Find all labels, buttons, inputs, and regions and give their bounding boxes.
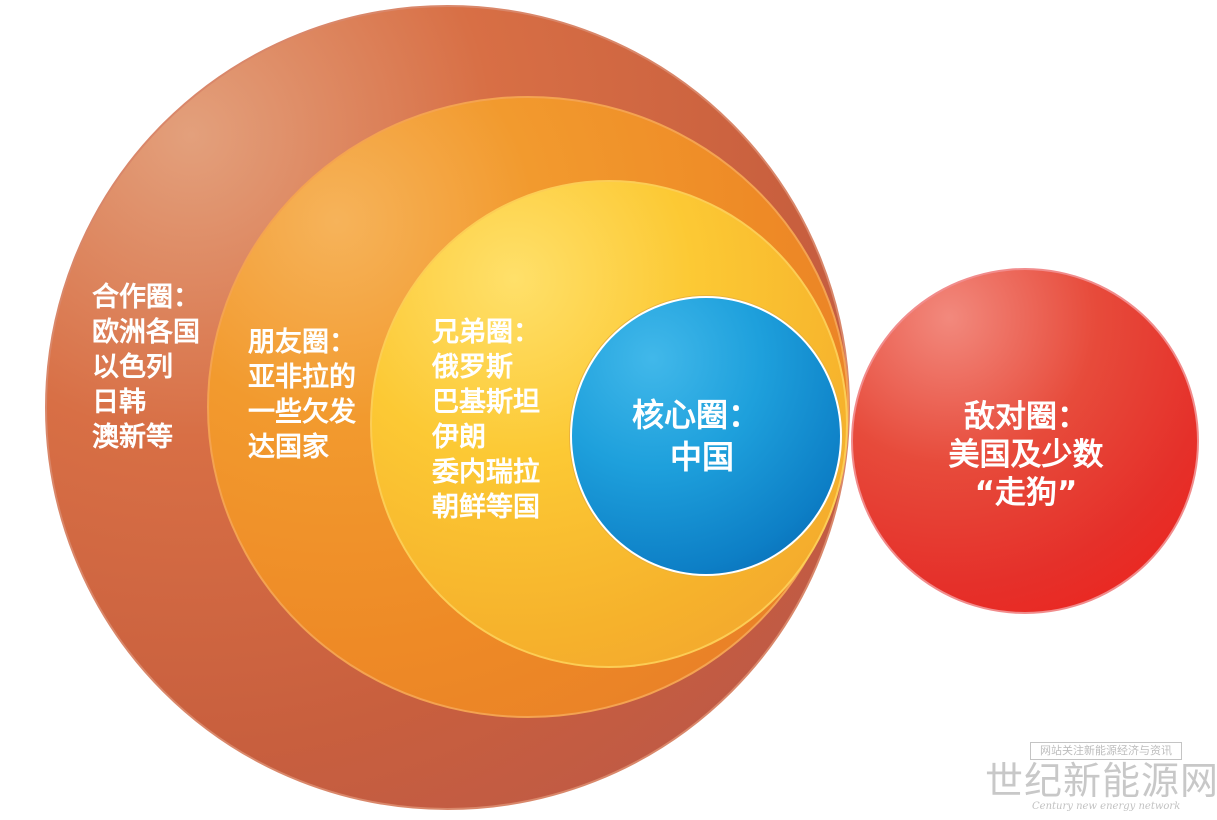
brother-line: 委内瑞拉 bbox=[432, 457, 540, 488]
friend-label: 朋友圈： 亚非拉的 一些欠发 达国家 bbox=[248, 325, 356, 465]
watermark-slogan: 网站关注新能源经济与资讯 bbox=[1030, 742, 1182, 760]
brother-line: 俄罗斯 bbox=[432, 352, 513, 383]
cooperation-title: 合作圈： bbox=[92, 282, 200, 313]
enemy-circle bbox=[851, 268, 1199, 614]
watermark-english: Century new energy network bbox=[1032, 801, 1181, 812]
cooperation-line: 以色列 bbox=[92, 352, 173, 383]
brother-label: 兄弟圈： 俄罗斯 巴基斯坦 伊朗 委内瑞拉 朝鲜等国 bbox=[432, 315, 540, 525]
enemy-line: 美国及少数 bbox=[948, 437, 1104, 473]
enemy-label: 敌对圈： 美国及少数 “走狗” bbox=[942, 398, 1110, 512]
friend-line: 亚非拉的 bbox=[248, 362, 356, 393]
brother-line: 伊朗 bbox=[432, 422, 486, 453]
cooperation-line: 欧洲各国 bbox=[92, 317, 200, 348]
friend-line: 一些欠发 bbox=[248, 397, 356, 428]
enemy-title: 敌对圈： bbox=[964, 399, 1088, 435]
cooperation-line: 日韩 bbox=[92, 387, 146, 418]
friend-line: 达国家 bbox=[248, 432, 329, 463]
core-label: 核心圈： 中国 bbox=[632, 394, 760, 478]
core-circle bbox=[570, 296, 842, 576]
friend-title: 朋友圈： bbox=[248, 327, 356, 358]
core-title: 核心圈： bbox=[632, 396, 761, 434]
core-line: 中国 bbox=[670, 438, 735, 476]
brother-line: 巴基斯坦 bbox=[432, 387, 540, 418]
enemy-line: “走狗” bbox=[974, 475, 1078, 511]
brother-title: 兄弟圈： bbox=[432, 317, 540, 348]
watermark-logo-text: 世纪新能源网 bbox=[985, 759, 1217, 803]
cooperation-line: 澳新等 bbox=[92, 422, 173, 453]
brother-line: 朝鲜等国 bbox=[432, 492, 540, 523]
cooperation-label: 合作圈： 欧洲各国 以色列 日韩 澳新等 bbox=[92, 280, 200, 455]
